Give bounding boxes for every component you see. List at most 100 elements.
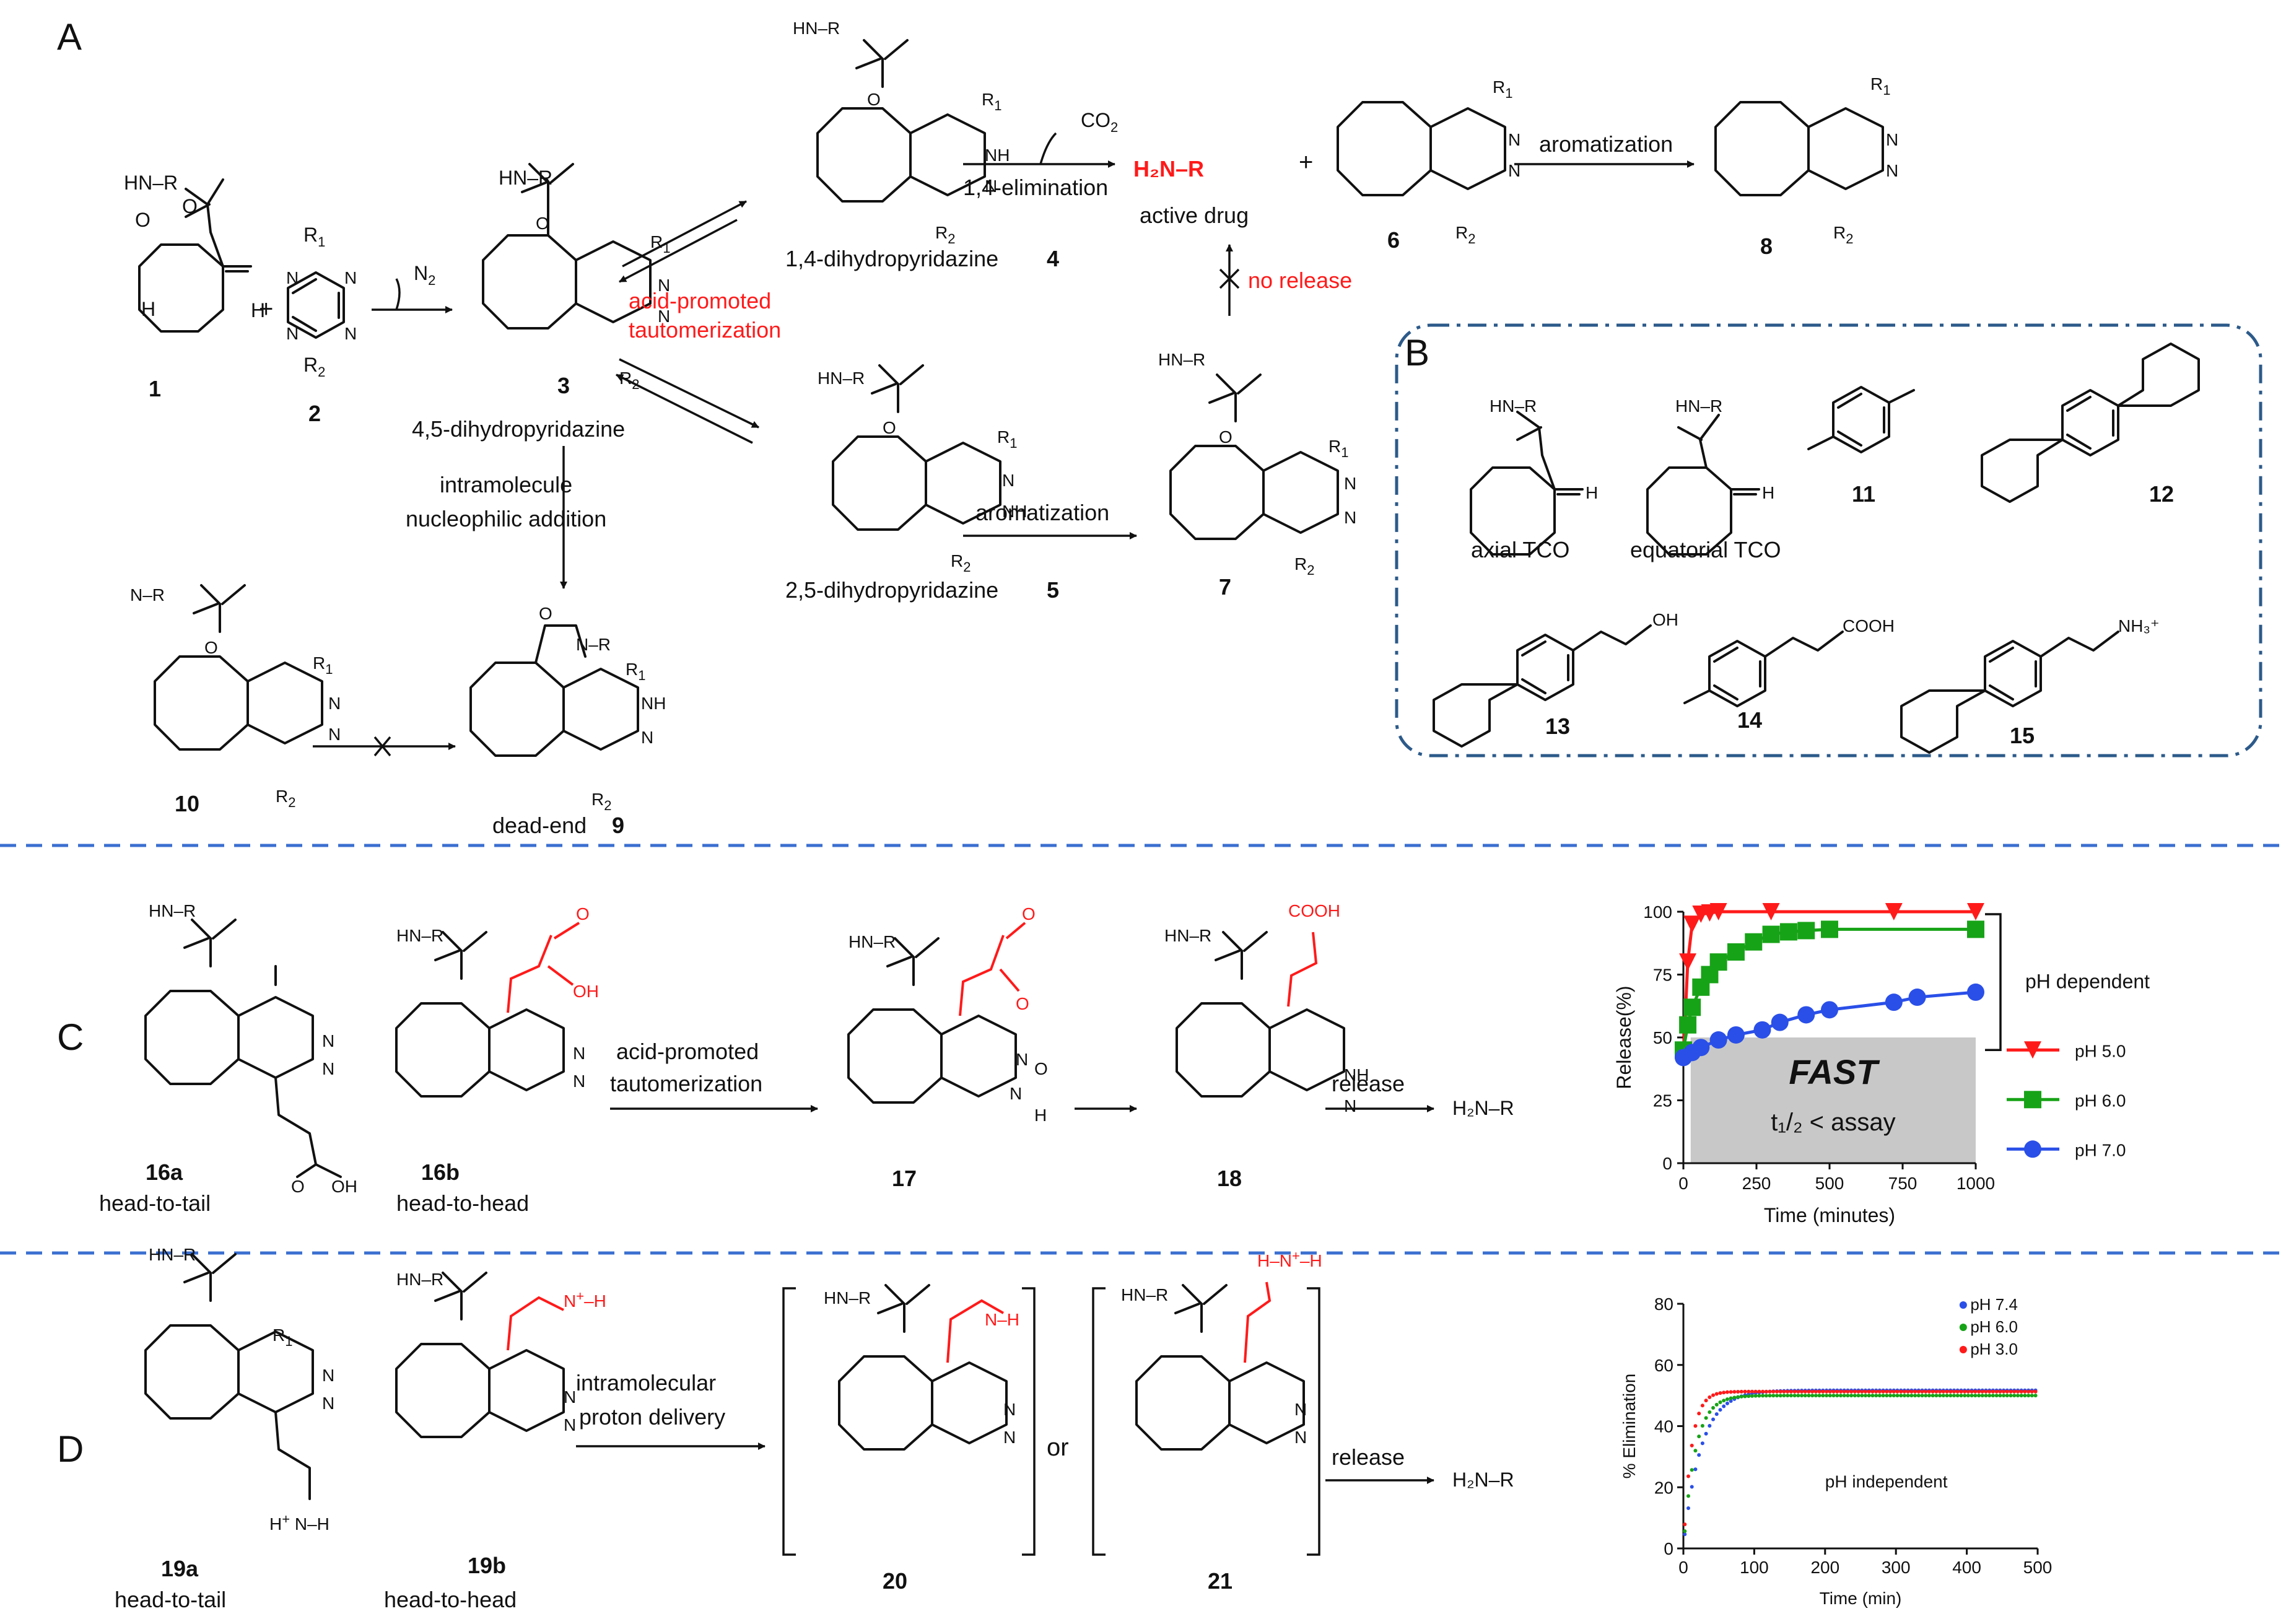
chart-d-data-point — [1711, 1405, 1716, 1410]
compound-13-oh: OH — [1652, 610, 1678, 629]
blocked-cross — [373, 736, 391, 757]
chart-d-data-point — [1786, 1394, 1790, 1398]
chart-d-data-point — [1934, 1389, 1939, 1394]
compound-16b-n1: N — [573, 1044, 585, 1063]
compound-17-hnr: HN–R — [849, 932, 896, 951]
panel-c: HN–R N N O OH 16a head-to-tail HN–R O OH… — [99, 901, 1514, 1216]
compound-2-label: 2 — [308, 401, 321, 426]
compound-19b-head-to-head: head-to-head — [384, 1587, 517, 1612]
compound-18-label: 18 — [1217, 1166, 1242, 1191]
compound-14-cooh: COOH — [1843, 616, 1895, 635]
compound-10-r1: R1 — [313, 653, 333, 677]
compound-18-structure — [1176, 1002, 1345, 1098]
chart-d-x-tick-label: 300 — [1882, 1558, 1911, 1577]
compound-20-label: 20 — [883, 1568, 907, 1594]
compound-16b-head-to-head: head-to-head — [396, 1190, 529, 1216]
chart-d-data-point — [1906, 1389, 1910, 1394]
compound-17-o2: O — [1016, 994, 1029, 1013]
chart-d-data-point — [1959, 1394, 1963, 1398]
axial-tco-h: H — [1586, 483, 1598, 502]
panel-letter-a: A — [57, 16, 82, 58]
compound-3-n2: N — [658, 307, 670, 326]
compound-10-o: O — [204, 638, 218, 657]
chart-d-data-point — [1874, 1394, 1878, 1398]
chart-d-legend-label: pH 6.0 — [1970, 1317, 2018, 1336]
chart-d-data-point — [2033, 1389, 2038, 1394]
chart-c-data-point — [1821, 1001, 1838, 1019]
chart-d-data-point — [1963, 1394, 1967, 1398]
compound-14-structure — [1708, 640, 1766, 707]
chart-d-data-point — [1704, 1399, 1708, 1403]
chart-c-data-point — [1797, 922, 1815, 940]
chart-d-data-point — [1966, 1394, 1970, 1398]
chart-d-data-point — [1963, 1389, 1967, 1394]
chart-d-data-point — [1693, 1424, 1698, 1428]
compound-1-h: H — [141, 298, 155, 320]
compound-16a-structure — [144, 990, 314, 1085]
chart-d-data-point — [1693, 1467, 1698, 1472]
chart-d-data-point — [2019, 1394, 2023, 1398]
chart-d-data-point — [1870, 1394, 1875, 1398]
chart-d-data-point — [1984, 1394, 1988, 1398]
compound-8-label: 8 — [1760, 234, 1773, 259]
axial-tco-hnr: HN–R — [1490, 396, 1537, 416]
compound-2-r1: R1 — [303, 224, 325, 250]
chart-d-data-point — [1991, 1394, 1995, 1398]
chart-d-data-point — [1821, 1389, 1825, 1394]
compound-6-r2: R2 — [1455, 223, 1475, 247]
compound-3-label: 3 — [557, 373, 570, 398]
chart-c-legend-marker — [2024, 1091, 2041, 1109]
chart-d-data-point — [1849, 1389, 1854, 1394]
compound-16b-label: 16b — [421, 1159, 460, 1185]
compound-10-label: 10 — [175, 791, 199, 816]
chart-d-data-point — [1938, 1389, 1942, 1394]
chart-c-y-tick-label: 0 — [1662, 1154, 1672, 1173]
chart-d-y-axis-label: % Elimination — [1620, 1374, 1639, 1479]
label-2-5-dihydropyridazine: 2,5-dihydropyridazine — [785, 577, 998, 603]
chart-d-data-point — [1864, 1389, 1868, 1394]
chart-d-data-point — [1852, 1389, 1857, 1394]
chart-c-data-point — [1709, 1031, 1727, 1049]
chart-d-data-point — [1711, 1393, 1716, 1397]
chart-d-data-point — [1693, 1449, 1698, 1453]
chart-d-data-point — [1856, 1389, 1861, 1394]
bracket-21-right — [1307, 1287, 1320, 1556]
fast-box — [1690, 1037, 1976, 1163]
chart-c-x-tick-label: 250 — [1742, 1174, 1771, 1193]
chart-d-data-point — [1838, 1389, 1843, 1394]
compound-8-n1: N — [1886, 130, 1898, 149]
axial-tco-structure — [1470, 411, 1584, 556]
ph-dependent-bracket — [1985, 913, 2002, 1052]
chart-d-legend-marker — [1959, 1324, 1967, 1331]
compound-19a-n2: N — [322, 1394, 334, 1413]
chart-d-data-point — [1743, 1394, 1747, 1399]
chart-c-data-point — [1967, 983, 1984, 1001]
dead-end-label: dead-end — [492, 813, 587, 838]
compound-19b-n2: N — [564, 1415, 576, 1434]
chart-d-data-point — [1970, 1389, 1974, 1394]
chart-d-data-point — [1686, 1494, 1691, 1498]
equatorial-tco-h: H — [1762, 483, 1774, 502]
chart-d-data-point — [1813, 1394, 1818, 1398]
chart-d-data-point — [1934, 1394, 1939, 1398]
chart-c-data-point — [1885, 903, 1903, 920]
chart-d-data-point — [1913, 1389, 1917, 1394]
chart-c-data-point — [1797, 1006, 1815, 1024]
plus-sign-2: + — [1299, 149, 1313, 176]
chart-d-data-point — [1881, 1394, 1885, 1398]
chart-d-data-point — [1722, 1390, 1726, 1395]
compound-6-structure — [1337, 101, 1506, 196]
chart-d-data-point — [1747, 1394, 1751, 1399]
chart-d-data-point — [1725, 1390, 1729, 1394]
label-4-5-dihydropyridazine: 4,5-dihydropyridazine — [412, 416, 625, 442]
proton-delivery-label: proton delivery — [579, 1404, 725, 1430]
chart-d-data-point — [1867, 1394, 1871, 1398]
chart-d-data-point — [2002, 1394, 2006, 1398]
compound-16b-oh: OH — [573, 982, 599, 1001]
chart-d-data-point — [1916, 1389, 1921, 1394]
chart-d-data-point — [1998, 1394, 2002, 1398]
compound-1-label: 1 — [149, 376, 161, 401]
chart-d-data-point — [1849, 1394, 1854, 1398]
